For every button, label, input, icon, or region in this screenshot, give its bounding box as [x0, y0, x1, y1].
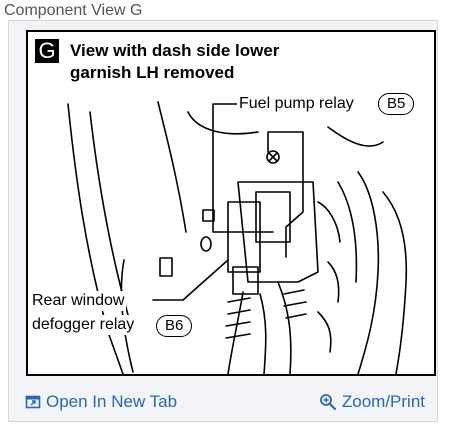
fuel-pump-relay-label: Fuel pump relay: [237, 94, 356, 114]
rear-defogger-ref: B6: [156, 315, 193, 337]
diagram-drawing: [67, 101, 408, 374]
zoom-icon: [319, 394, 336, 411]
figure-footer: Open In New Tab Zoom/Print: [9, 383, 437, 421]
rear-defogger-label-line1: Rear window: [30, 291, 127, 311]
zoom-print-link[interactable]: Zoom/Print: [319, 392, 425, 412]
open-in-new-tab-label: Open In New Tab: [46, 392, 178, 411]
open-in-new-tab-link[interactable]: Open In New Tab: [25, 392, 177, 412]
open-tab-icon: [25, 395, 41, 409]
rear-defogger-label-line2: defogger relay: [30, 315, 137, 335]
fuel-pump-relay-ref: B5: [378, 93, 415, 115]
diagram-title: View with dash side lower garnish LH rem…: [70, 40, 370, 84]
diagram-title-line1: View with dash side lower: [70, 41, 280, 60]
component-diagram[interactable]: G View with dash side lower garnish LH r…: [26, 30, 436, 376]
figure-caption: Component View G: [4, 2, 143, 19]
zoom-print-label: Zoom/Print: [341, 392, 425, 411]
figure-card: G View with dash side lower garnish LH r…: [8, 20, 438, 422]
diagram-title-line2: garnish LH removed: [70, 63, 235, 82]
view-badge: G: [35, 39, 59, 63]
